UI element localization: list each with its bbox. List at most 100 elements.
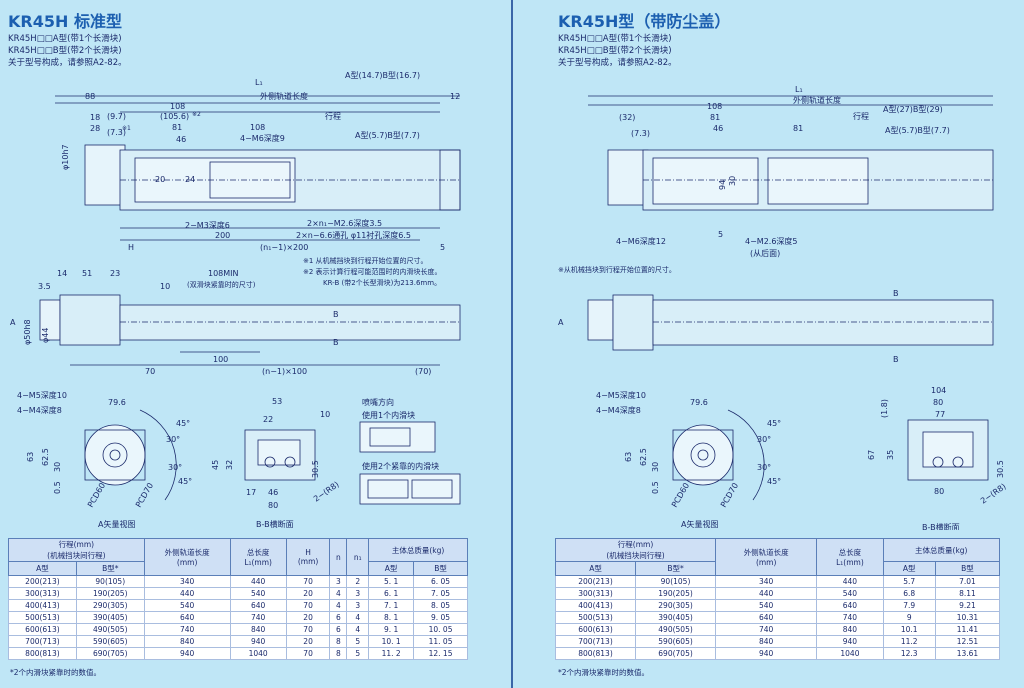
dim-14: 14 [57, 269, 67, 278]
th-h: H(mm) [285, 538, 331, 576]
table-cell: 740 [816, 611, 884, 624]
sec-10: 10 [320, 410, 330, 419]
dim-double-slider: (双滑块紧靠时的尺寸) [187, 280, 256, 289]
sec-80a: 80 [933, 398, 943, 407]
note-krb: KR-B (带2个长型滑块)为213.6mm。 [323, 278, 441, 287]
th-mass: 主体总质量(kg) [882, 538, 1001, 562]
technical-drawing: L₁ A型(27)B型(29) 外侧轨道长度 (32) 108 81 46 81… [558, 85, 1008, 530]
table-cell: 6 [329, 611, 348, 624]
table-cell: 4 [346, 623, 370, 636]
th-mass-b: B型 [934, 561, 1001, 576]
table-cell: 7.9 [882, 599, 936, 612]
th-n1: n₁ [346, 538, 370, 576]
table-cell: 8 [329, 635, 348, 648]
ev-625: 62.5 [41, 448, 50, 466]
ev-m4: 4−M4深度8 [596, 405, 641, 415]
table-cell: 70 [285, 647, 331, 660]
ev-pcd60: PCD60 [670, 481, 691, 509]
table-cell: 440 [816, 575, 884, 588]
dim-m6: 4−M6深度12 [616, 236, 666, 246]
ev-30b: 30° [757, 463, 771, 472]
table-cell: 10.31 [934, 611, 1001, 624]
th-a: A型 [8, 561, 77, 576]
label-a-arrow: A [10, 318, 16, 327]
table-cell: 11. 05 [413, 635, 468, 648]
table-cell: 9. 1 [368, 623, 415, 636]
table-cell: 5 [346, 647, 370, 660]
table-cell: 20 [285, 587, 331, 600]
table-cell: 940 [143, 647, 231, 660]
th-rail: 外侧轨道长度(mm) [715, 538, 818, 576]
table-footnote: *2个内滑块紧靠时的数值。 [10, 668, 102, 677]
dim-m26: 2×n₁−M2.6深度3.5 [307, 218, 382, 228]
nozzle-title: 喷嘴方向 [362, 397, 394, 407]
table-cell: 740 [143, 623, 231, 636]
dim-5: 5 [440, 243, 445, 252]
table-cell: 540 [143, 599, 231, 612]
dim-ab-mid: A型(5.7)B型(7.7) [885, 126, 950, 135]
table-cell: 940 [229, 635, 287, 648]
ev-63: 63 [624, 452, 633, 462]
sec-67: 67 [867, 450, 876, 460]
table-cell: 11.2 [882, 635, 936, 648]
dim-108min: 108MIN [208, 269, 239, 278]
table-cell: 840 [816, 623, 884, 636]
table-cell: 700(713) [554, 635, 637, 648]
dim-24: 24 [185, 175, 195, 184]
table-cell: 640 [816, 599, 884, 612]
table-cell: 8. 05 [413, 599, 468, 612]
table-cell: 440 [143, 587, 231, 600]
table-cell: 20 [285, 635, 331, 648]
table-cell: 10. 1 [368, 635, 415, 648]
dim-51: 51 [82, 269, 92, 278]
ev-caption: A矢量视图 [98, 519, 135, 529]
dim-ab-top: A型(14.7)B型(16.7) [345, 71, 420, 80]
label-b-top: B [893, 289, 899, 298]
table-cell: 5.7 [882, 575, 936, 588]
th-b: B型* [635, 561, 717, 576]
table-cell: 11. 2 [368, 647, 415, 660]
dim-h: H [128, 243, 134, 252]
ev-30a: 30° [757, 435, 771, 444]
dim-35: 3.5 [38, 282, 51, 291]
ev-pcd60: PCD60 [86, 481, 107, 509]
ev-45b: 45° [178, 477, 192, 486]
table-cell: 7. 05 [413, 587, 468, 600]
table-cell: 440 [229, 575, 287, 588]
table-cell: 1040 [816, 647, 884, 660]
dim-12: 12 [450, 92, 460, 101]
dim-outer-rail: 外侧轨道长度 [793, 95, 841, 105]
table-cell: 10. 05 [413, 623, 468, 636]
table-cell: 4 [329, 599, 348, 612]
reference-note: 关于型号构成，请参照A2-82。 [8, 58, 127, 68]
dim-81: 81 [172, 123, 182, 132]
ev-pcd70: PCD70 [134, 481, 155, 509]
sec-80b: 80 [934, 487, 944, 496]
table-cell: 3 [329, 575, 348, 588]
table-cell: 300(313) [8, 587, 77, 600]
table-cell: 8. 1 [368, 611, 415, 624]
ev-05: 0.5 [53, 481, 62, 494]
table-footnote: *2个内滑块紧靠时的数值。 [558, 668, 650, 677]
table-cell: 490(505) [75, 623, 145, 636]
dim-18: 18 [90, 113, 100, 122]
dim-108a: 108 [170, 102, 185, 111]
th-mass-a: A型 [882, 561, 936, 576]
subtitle-b: KR45H□□B型(带2个长滑块) [558, 46, 672, 56]
table-cell: 400(413) [8, 599, 77, 612]
ev-45b: 45° [767, 477, 781, 486]
dim-stroke: 行程 [853, 111, 869, 121]
dim-outer-rail: 外侧轨道长度 [260, 91, 308, 101]
table-cell: 600(613) [554, 623, 637, 636]
table-cell: 540 [715, 599, 818, 612]
table-cell: 90(105) [75, 575, 145, 588]
nozzle-one: 使用1个内滑块 [362, 410, 415, 420]
table-cell: 7. 1 [368, 599, 415, 612]
dim-81a: 81 [710, 113, 720, 122]
table-cell: 6.8 [882, 587, 936, 600]
table-cell: 5 [346, 635, 370, 648]
